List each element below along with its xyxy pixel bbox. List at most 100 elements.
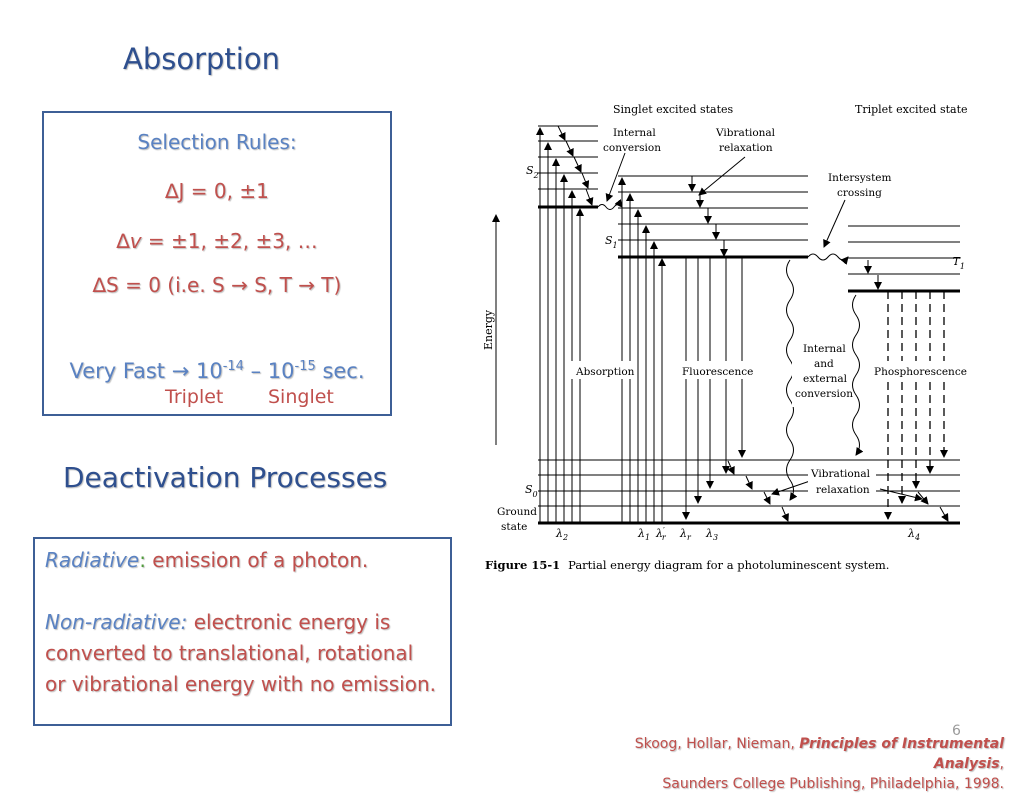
label-ground-2: state bbox=[501, 521, 527, 533]
lambda-r-prime-mark: ′ bbox=[663, 526, 665, 535]
citation-publisher: Saunders College Publishing, Philadelphi… bbox=[662, 776, 1004, 792]
vib-relax-bottom-bg bbox=[808, 466, 876, 498]
figure-caption: Figure 15-1 Partial energy diagram for a … bbox=[485, 558, 889, 572]
intersystem-crossing-wavy bbox=[807, 253, 849, 265]
timescale-line: Very Fast → 10-14 – 10-15 sec. bbox=[44, 359, 390, 383]
energy-level-diagram: Singlet excited states Triplet excited s… bbox=[482, 103, 968, 572]
internal-external-conversion-wavy-2 bbox=[852, 294, 864, 456]
s2-vibrational-levels bbox=[538, 125, 598, 190]
label-vib-relax-bottom-1: Vibrational bbox=[810, 468, 871, 480]
label-vib-relax-bottom-2: relaxation bbox=[816, 484, 870, 496]
lambda-r-prime: λ′r bbox=[655, 526, 667, 542]
label-vib-relax-top-2: relaxation bbox=[719, 142, 773, 154]
label-t1-main: T bbox=[953, 255, 962, 268]
label-absorption: Absorption bbox=[575, 366, 635, 378]
lambda-1: λ1 bbox=[637, 527, 650, 542]
t1-vibrational-levels bbox=[848, 225, 960, 275]
singlet-tag: Singlet bbox=[268, 386, 334, 408]
citation: Skoog, Hollar, Nieman, Principles of Ins… bbox=[584, 734, 1004, 794]
vib-relax-bottom-pointer-left bbox=[771, 480, 811, 496]
slide-number: 6 bbox=[952, 723, 961, 739]
caption-text: Partial energy diagram for a photolumine… bbox=[568, 558, 889, 572]
lambda-3: λ3 bbox=[705, 527, 718, 542]
selection-rules-heading: Selection Rules: bbox=[137, 130, 297, 154]
absorption-label-bg bbox=[570, 361, 632, 379]
radiative-colon: : bbox=[139, 548, 146, 572]
radiative-label: Radiative bbox=[45, 548, 140, 572]
lambda-2: λ2 bbox=[555, 527, 568, 542]
s2-relaxation-arrows bbox=[557, 125, 594, 206]
phosphorescence-arrows bbox=[884, 291, 948, 520]
citation-comma: , bbox=[999, 756, 1004, 772]
label-internal-conversion-1: Internal bbox=[613, 127, 656, 139]
lambda-r-prime-sub: r bbox=[662, 533, 667, 542]
timescale-exponent-1: -14 bbox=[222, 359, 244, 374]
label-int-ext-1: Internal bbox=[803, 343, 846, 355]
timescale-middle: – 10 bbox=[243, 359, 295, 383]
deactivation-heading: Deactivation Processes bbox=[63, 461, 388, 494]
header-triplet: Triplet excited state bbox=[855, 103, 968, 116]
lambda-4-sub: 4 bbox=[914, 533, 920, 542]
slide-title: Absorption bbox=[123, 42, 280, 76]
lambda-r-sub: r bbox=[687, 533, 692, 542]
label-int-ext-4: conversion bbox=[795, 388, 853, 400]
vibrational-relaxation-pointer bbox=[698, 156, 746, 196]
spacer bbox=[45, 576, 440, 607]
label-phosphorescence: Phosphorescence bbox=[874, 366, 967, 378]
label-s2-sub: 2 bbox=[533, 171, 539, 180]
label-int-ext-3: external bbox=[803, 373, 848, 385]
label-s2-main: S bbox=[526, 164, 534, 177]
nonradiative-text: electronic energy is converted to transl… bbox=[45, 610, 436, 696]
fluorescence-label-bg bbox=[676, 361, 748, 379]
vib-relax-bottom-pointer-right bbox=[879, 488, 923, 502]
triplet-tag: Triplet bbox=[165, 386, 224, 408]
radiative-text: emission of a photon. bbox=[145, 548, 369, 572]
rule-delta-v-values: = ±1, ±2, ±3, … bbox=[141, 229, 318, 253]
label-s0-sub: 0 bbox=[533, 490, 538, 499]
rule-delta-v: ∆v = ±1, ±2, ±3, … bbox=[44, 229, 390, 253]
label-s0-main: S bbox=[525, 483, 533, 496]
label-t1: T1 bbox=[953, 255, 965, 271]
internal-conversion-pointer bbox=[605, 152, 626, 202]
label-intersystem-1: Intersystem bbox=[828, 172, 892, 184]
internal-conversion-wavy bbox=[597, 199, 623, 210]
label-s1: S1 bbox=[605, 234, 618, 250]
label-vib-relax-top-1: Vibrational bbox=[715, 127, 776, 139]
lambda-3-sub: 3 bbox=[713, 533, 718, 542]
fluorescence-arrows bbox=[682, 257, 746, 520]
label-int-ext-2: and bbox=[814, 358, 834, 370]
label-s1-sub: 1 bbox=[613, 241, 618, 250]
lambda-r: λr bbox=[679, 527, 692, 542]
nonradiative-label: Non-radiative: bbox=[45, 610, 188, 634]
lambda-4: λ4 bbox=[907, 527, 920, 542]
lambda-1-sub: 1 bbox=[645, 533, 650, 542]
selection-rules-box: Selection Rules: ∆J = 0, ±1 ∆v = ±1, ±2,… bbox=[42, 111, 392, 416]
label-fluorescence: Fluorescence bbox=[682, 366, 753, 378]
label-s0: S0 bbox=[525, 483, 538, 499]
rule-delta-v-variable: v bbox=[129, 229, 142, 253]
label-t1-sub: 1 bbox=[960, 262, 965, 271]
radiative-line: Radiative: emission of a photon. bbox=[45, 545, 440, 576]
label-internal-conversion-2: conversion bbox=[603, 142, 661, 154]
header-singlet: Singlet excited states bbox=[613, 103, 734, 116]
phosphorescence-label-bg bbox=[868, 361, 958, 379]
intersystem-crossing-pointer bbox=[823, 199, 846, 248]
timescale-prefix: Very Fast → 10 bbox=[69, 359, 223, 383]
rule-delta-j: ∆J = 0, ±1 bbox=[165, 179, 269, 203]
deactivation-box: Radiative: emission of a photon. Non-rad… bbox=[33, 537, 452, 726]
rule-delta-s: ∆S = 0 (i.e. S → S, T → T) bbox=[92, 273, 342, 297]
s0-relaxation-arrows bbox=[727, 460, 949, 522]
citation-authors: Skoog, Hollar, Nieman, bbox=[634, 736, 800, 752]
label-ground-1: Ground bbox=[497, 506, 537, 518]
s1-vibrational-levels bbox=[618, 175, 808, 241]
lambda-2-sub: 2 bbox=[562, 533, 568, 542]
citation-book-title: Principles of Instrumental Analysis bbox=[799, 736, 1004, 772]
label-energy: Energy bbox=[482, 309, 495, 350]
int-ext-label-bg bbox=[792, 339, 848, 407]
label-intersystem-2: crossing bbox=[837, 187, 882, 199]
caption-number: Figure 15-1 bbox=[485, 558, 560, 572]
rule-delta-v-symbol: ∆ bbox=[116, 229, 130, 253]
internal-external-conversion-wavy-1 bbox=[786, 259, 798, 501]
label-s2: S2 bbox=[526, 164, 539, 180]
label-s1-main: S bbox=[605, 234, 613, 247]
